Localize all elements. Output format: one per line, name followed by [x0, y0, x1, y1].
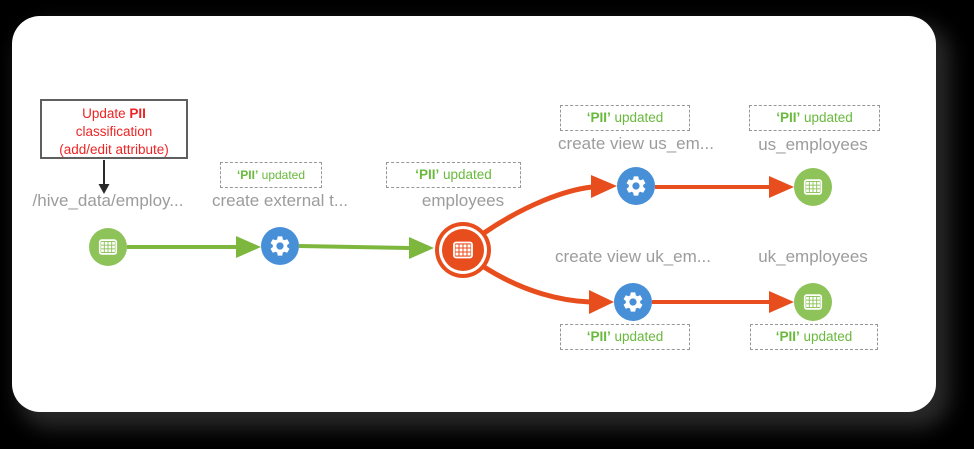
table-icon	[98, 239, 118, 255]
node-uk-employees[interactable]	[794, 283, 832, 321]
pii-update-callout: Update PII classification (add/edit attr…	[40, 99, 188, 159]
label-create-external: create external t...	[211, 191, 349, 210]
node-create-external-table[interactable]	[261, 227, 299, 265]
label-create-view-us: create view us_em...	[558, 134, 714, 153]
callout-line1: Update PII	[82, 106, 146, 121]
node-create-view-uk[interactable]	[614, 283, 652, 321]
callout-line2: classification	[75, 124, 153, 139]
pii-badge-create-view-uk: ‘PII’ updated	[560, 324, 690, 350]
label-create-view-uk: create view uk_em...	[555, 247, 711, 266]
node-hive-path[interactable]	[89, 228, 127, 266]
pii-badge-uk-employees: ‘PII’ updated	[750, 324, 878, 350]
gear-icon	[270, 236, 290, 256]
label-employees: employees	[421, 191, 505, 210]
label-us-employees: us_employees	[758, 135, 868, 154]
table-icon	[803, 179, 823, 195]
gear-icon	[626, 176, 646, 196]
node-create-view-us[interactable]	[617, 167, 655, 205]
pii-badge-us-employees: ‘PII’ updated	[749, 105, 880, 131]
label-uk-employees: uk_employees	[758, 247, 868, 266]
pii-badge-employees: ‘PII’ updated	[386, 162, 521, 188]
table-icon	[453, 241, 473, 259]
callout-line3: (add/edit attribute)	[59, 142, 169, 157]
node-us-employees[interactable]	[794, 168, 832, 206]
node-employees[interactable]	[442, 229, 484, 271]
table-icon	[803, 294, 823, 310]
lineage-canvas[interactable]	[12, 16, 936, 412]
gear-icon	[623, 292, 643, 312]
pii-badge-create-external: ‘PII’ updated	[220, 162, 322, 188]
pii-badge-create-view-us: ‘PII’ updated	[560, 105, 690, 131]
label-hive-path: /hive_data/employ...	[32, 191, 184, 210]
